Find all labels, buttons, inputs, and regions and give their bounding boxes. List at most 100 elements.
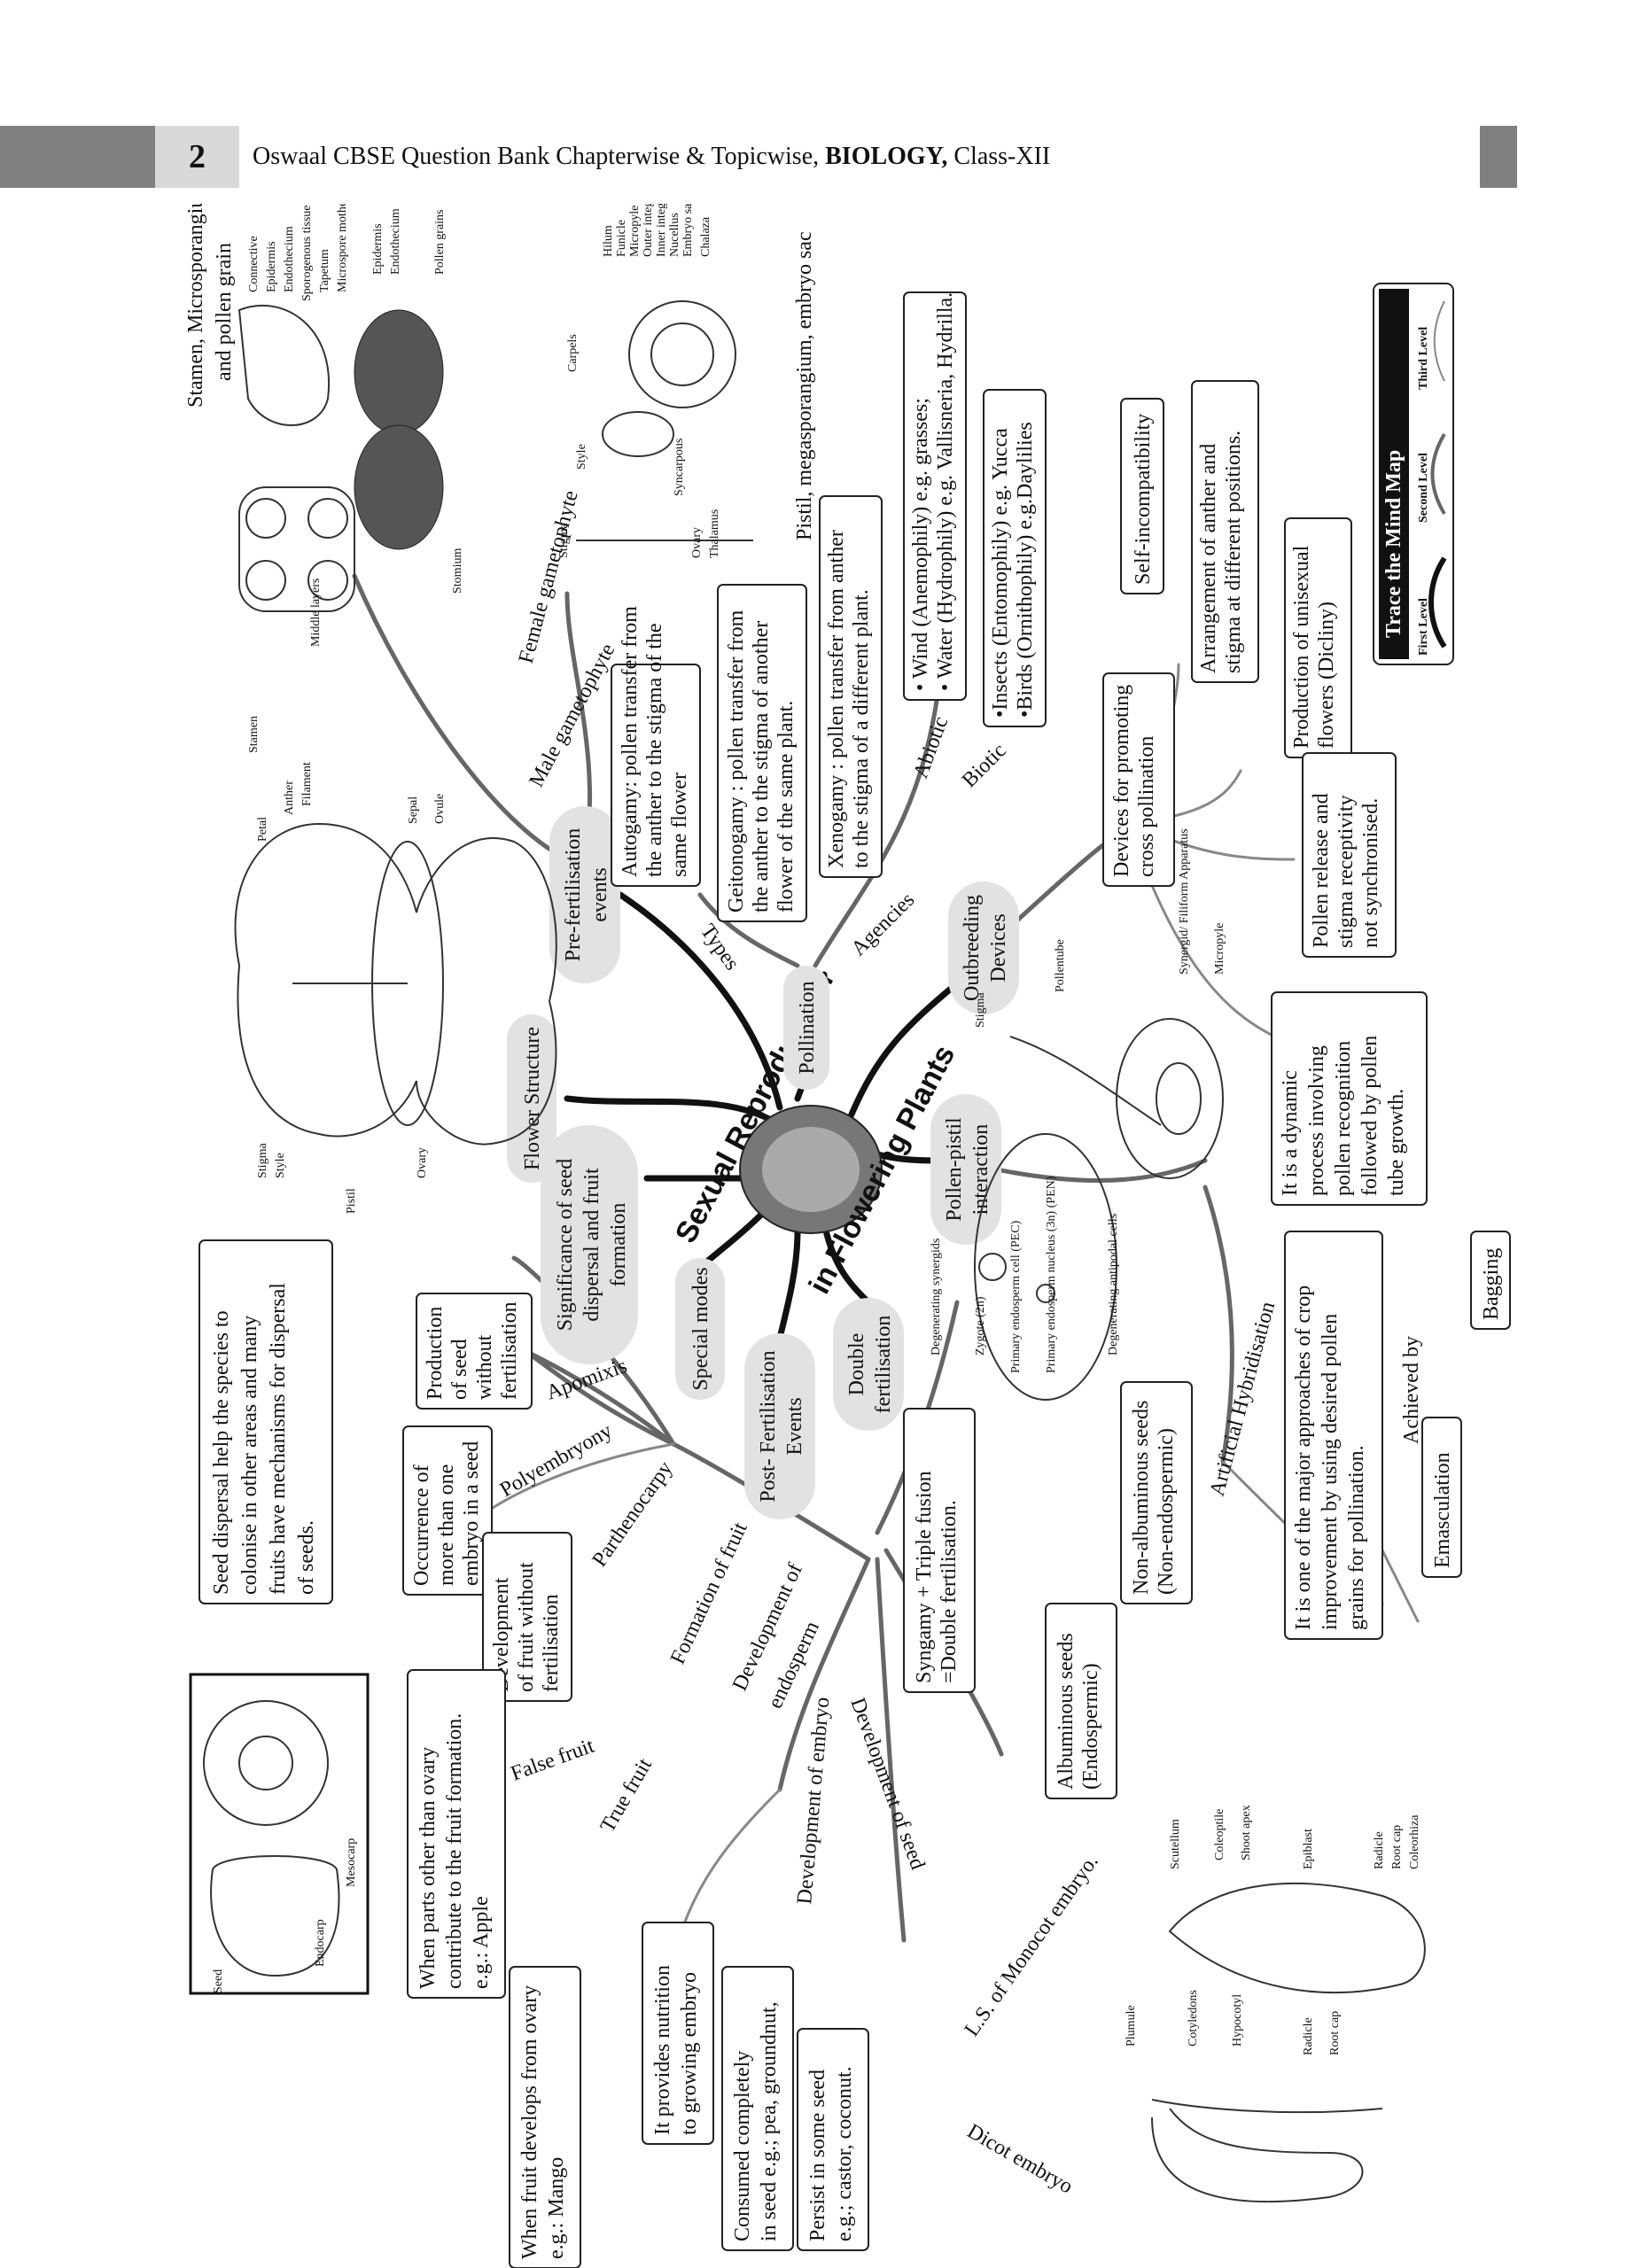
fig-pistil-syncarpous: Syncarpous — [673, 439, 686, 496]
fig-stigma: Stigma — [256, 1143, 269, 1178]
syngamy-line1: Syngamy + Triple fusion — [913, 1471, 936, 1683]
fig-cotyledons: Cotyledons — [1187, 1990, 1200, 2047]
pollen-tube-figure: Stigma Pollentube Synergid/ Filiform App… — [974, 828, 1226, 1178]
production-line2: of seed — [448, 1339, 471, 1400]
label-dicot-embryo: Dicot embryo — [963, 2120, 1077, 2199]
occurrence-line1: Occurrence of — [410, 1464, 433, 1586]
seed-dispersal-line1: Seed dispersal help the species to — [210, 1310, 233, 1595]
node-pre-fert-line1: Pre-fertilisation — [562, 828, 585, 962]
label-abiotic: Abiotic — [909, 714, 953, 782]
box-dynamic-process: It is a dynamic process involving pollen… — [1272, 992, 1427, 1205]
fig-dicot-radicle: Radicle — [1302, 2017, 1315, 2055]
center-flower-inner — [762, 1127, 860, 1212]
pollen-sac-1 — [354, 310, 443, 434]
fig-es-pen: Primary endosperm nucleus (3n) (PEN) — [1045, 1176, 1058, 1373]
title-stamen-1: Stamen, Microsporangium — [184, 204, 207, 408]
fig-endothecium: Endothecium — [283, 226, 296, 292]
occurrence-line2: more than one — [435, 1464, 458, 1586]
dicot-figure: Plumule Cotyledons Hypocotyl Radicle Roo… — [1125, 1990, 1382, 2202]
crop-line3: grains for pollination. — [1345, 1445, 1368, 1630]
fig-shoot-apex: Shoot apex — [1240, 1805, 1253, 1860]
fig-es-antipodal: Degenerating antipodal cells — [1107, 1214, 1120, 1355]
parts-other-line3: e.g.: Apple — [470, 1896, 493, 1989]
production-line1: Production — [424, 1307, 447, 1400]
xenogamy-line2: to the stigma of a different plant. — [850, 589, 873, 868]
emasculation-text: Emasculation — [1431, 1452, 1454, 1568]
header-title-class: Class-XII — [953, 143, 1050, 170]
node-significance: Significance of seed dispersal and fruit… — [541, 1125, 638, 1364]
fruit-develops-line2: e.g.: Mango — [545, 2157, 568, 2259]
pistil-syncarpous — [603, 412, 673, 456]
node-pre-fertilisation: Pre-fertilisation events — [549, 806, 620, 983]
fig-epidermis-2: Epidermis — [371, 223, 385, 275]
box-provides-nutrition: It provides nutrition to growing embryo — [642, 1922, 713, 2144]
fig-anther: Anther — [283, 781, 296, 815]
geitonogamy-line3: flower of the same plant. — [774, 701, 798, 913]
header-title-prefix: Oswaal CBSE Question Bank Chapterwise & … — [253, 143, 819, 170]
page-number: 2 — [155, 126, 239, 188]
fig-embryo-sac: Embryo sac — [681, 204, 695, 257]
pistil-figure: Stigma Style Ovary Thalamus Syncarpous C… — [557, 204, 753, 558]
node-pollen-pistil-line1: Pollen-pistil — [943, 1117, 966, 1222]
node-pollen-pistil-line2: interaction — [969, 1124, 992, 1216]
fig-pt-micropyle: Micropyle — [1213, 923, 1226, 975]
node-significance-line1: Significance of seed — [554, 1159, 577, 1332]
fig-pistil-style: Style — [575, 444, 588, 470]
node-double-fert-line2: fertilisation — [872, 1316, 895, 1414]
anther-sector — [239, 306, 329, 425]
dynamic-line4: followed by pollen — [1358, 1036, 1381, 1196]
box-biotic-agents: •Insects (Entomophily) e.g. Yucca •Birds… — [984, 390, 1046, 726]
node-post-fertilisation: Post- Fertilisation Events — [744, 1333, 815, 1519]
box-albuminous: Albuminous seeds (Endospermic) — [1046, 1604, 1117, 1798]
fig-hilum: Hilum — [602, 225, 615, 257]
fig-chalaza: Chalaza — [699, 216, 712, 257]
fig-pt-pollentube: Pollentube — [1054, 939, 1067, 992]
box-non-albuminous: Non-albuminous seeds (Non-endospermic) — [1121, 1382, 1192, 1604]
persist-line2: e.g.; castor, coconut. — [833, 2066, 856, 2241]
monocot-outline — [1170, 1884, 1425, 1992]
fig-es-degenerating: Degenerating synergids — [930, 1239, 943, 1355]
fig-pistil-ovary: Ovary — [690, 527, 704, 558]
fig-scutellum: Scutellum — [1169, 1819, 1182, 1869]
box-occurrence: Occurrence of more than one embryo in a … — [403, 1426, 492, 1595]
autogamy-line3: same flower — [668, 773, 691, 877]
fig-dicot-root-cap: Root cap — [1328, 2011, 1342, 2055]
box-crop-improvement: It is one of the major approaches of cro… — [1285, 1231, 1382, 1639]
fruit-figure: Seed Endocarp Mesocarp — [191, 1674, 368, 1993]
devices-line2: cross pollination — [1135, 736, 1158, 877]
box-bagging: Bagging — [1471, 1231, 1510, 1329]
label-ls-monocot: L.S. of Monocot embryo. — [961, 1851, 1103, 2041]
legend-first: First Level — [1417, 598, 1430, 656]
fig-sporogenous: Sporogenous tissue — [300, 206, 314, 302]
seed-dispersal-line2: colonise in other areas and many — [238, 1316, 261, 1595]
fig-pistil-thalamus: Thalamus — [708, 509, 721, 558]
fig-endocarp: Endocarp — [314, 1919, 327, 1967]
crop-line1: It is one of the major approaches of cro… — [1292, 1285, 1315, 1630]
fig-es-zygote: Zygote (2n) — [974, 1296, 987, 1355]
fig-hypocotyl: Hypocotyl — [1231, 1994, 1244, 2047]
branch-post-fertilisation — [780, 1231, 798, 1338]
box-parts-other: When parts other than ovary contribute t… — [408, 1670, 505, 1998]
fig-mono-root-cap: Root cap — [1390, 1825, 1404, 1869]
fig-mono-radicle: Radicle — [1373, 1831, 1386, 1869]
node-pollination: Pollination — [783, 966, 829, 1090]
fig-coleoptile: Coleoptile — [1213, 1809, 1226, 1860]
box-self-incompatibility: Self-incompatibility — [1121, 399, 1164, 594]
devices-line1: Devices for promoting — [1110, 685, 1133, 877]
xenogamy-line1: Xenogamy : pollen transfer from anther — [825, 530, 848, 868]
label-true-fruit: True fruit — [596, 1754, 658, 1837]
arrangement-line1: Arrangement of anther and — [1197, 444, 1220, 673]
header-title: Oswaal CBSE Question Bank Chapterwise & … — [253, 126, 1050, 188]
label-biotic: Biotic — [958, 739, 1011, 792]
pollentube-path — [1010, 1037, 1161, 1125]
node-pre-fert-line2: events — [588, 867, 611, 921]
fig-seed: Seed — [212, 1969, 225, 1993]
non-albuminous-line1: Non-albuminous seeds — [1130, 1401, 1153, 1595]
fig-epidermis: Epidermis — [265, 241, 278, 292]
fig-inner-integument: Inner integument — [655, 204, 668, 257]
node-significance-line2: dispersal and fruit — [580, 1168, 603, 1322]
albuminous-line2: (Endospermic) — [1079, 1663, 1102, 1790]
node-post-fert-line2: Events — [783, 1397, 806, 1455]
legend-second: Second Level — [1417, 453, 1430, 523]
mind-map: Sexual Reproduction in Flowering Plants … — [0, 204, 1650, 2268]
